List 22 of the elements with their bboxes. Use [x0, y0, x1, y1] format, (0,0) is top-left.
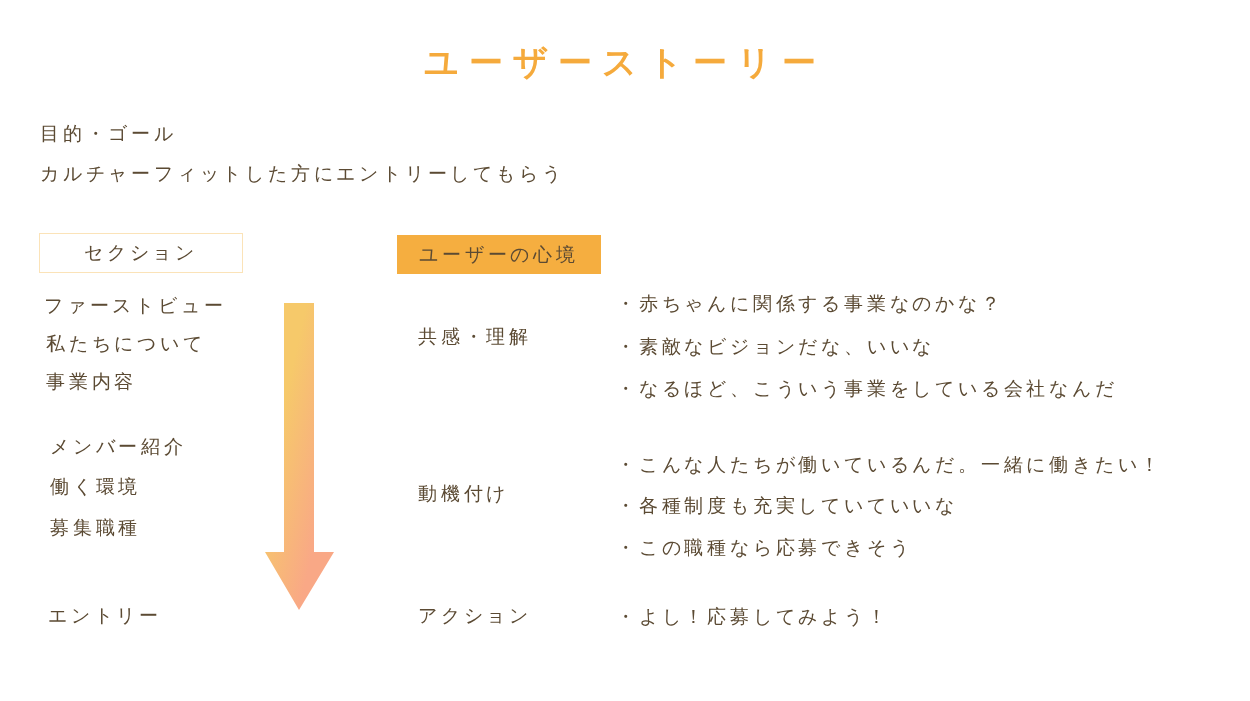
thought-text: ・よし！応募してみよう！: [616, 604, 890, 628]
thought-text: ・素敵なビジョンだな、いいな: [616, 334, 936, 358]
thought-text: ・赤ちゃんに関係する事業なのかな？: [616, 291, 1004, 315]
section-item: メンバー紹介: [50, 434, 187, 458]
section-item: エントリー: [48, 603, 162, 627]
thought-text: ・なるほど、こういう事業をしている会社なんだ: [616, 376, 1118, 400]
mindset-label: アクション: [418, 603, 532, 627]
section-item: 私たちについて: [46, 331, 206, 355]
thought-text: ・この職種なら応募できそう: [616, 535, 913, 559]
section-item: 募集職種: [50, 515, 142, 539]
section-item: ファーストビュー: [44, 293, 227, 317]
title: ユーザーストーリー: [422, 41, 828, 84]
thought-text: ・こんな人たちが働いているんだ。一緒に働きたい！: [616, 452, 1164, 476]
section-item: 働く環境: [50, 474, 142, 498]
thought-text: ・各種制度も充実していていいな: [616, 493, 958, 517]
goal-text: カルチャーフィットした方にエントリーしてもらう: [40, 161, 565, 185]
mindset-label: 動機付け: [418, 481, 510, 505]
header-box: ユーザーの心境: [397, 235, 601, 274]
section-item: 事業内容: [46, 369, 138, 393]
heading: 目的・ゴール: [40, 121, 177, 145]
section-header-box: セクション: [39, 233, 243, 273]
mindset-label: 共感・理解: [418, 324, 532, 348]
